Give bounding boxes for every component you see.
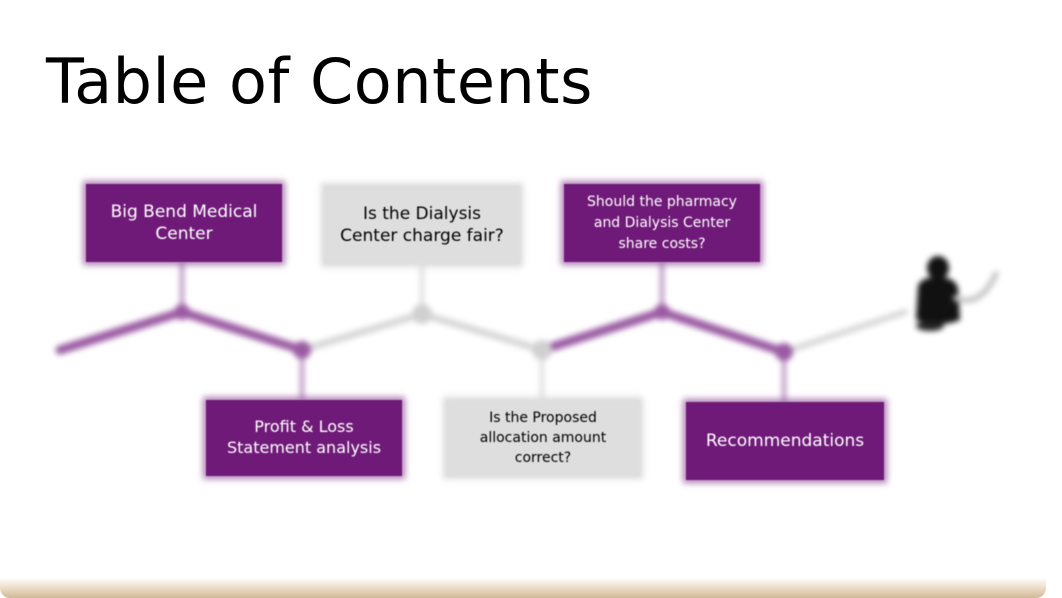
timeline-node-4 [532, 340, 552, 360]
figure-silhouette-icon [916, 256, 999, 331]
timeline-node-5 [654, 304, 670, 320]
toc-item-recommendations[interactable]: Recommendations [686, 402, 884, 480]
toc-item-label: Is the Dialysis Center charge fair? [340, 203, 504, 246]
footer-bar [0, 578, 1046, 598]
slide-title: Table of Contents [46, 45, 593, 118]
toc-item-label: Should the pharmacy and Dialysis Center … [587, 193, 737, 252]
toc-item-proposed-allocation[interactable]: Is the Proposed allocation amount correc… [446, 400, 640, 476]
timeline-node-1 [174, 304, 190, 320]
timeline-node-6 [775, 343, 793, 361]
timeline-node-3 [412, 304, 432, 324]
toc-item-label: Is the Proposed allocation amount correc… [479, 409, 607, 467]
toc-item-profit-loss[interactable]: Profit & Loss Statement analysis [206, 400, 402, 476]
toc-item-share-costs[interactable]: Should the pharmacy and Dialysis Center … [564, 184, 760, 262]
toc-item-label: Big Bend Medical Center [110, 201, 258, 244]
toc-item-dialysis-charge[interactable]: Is the Dialysis Center charge fair? [324, 186, 520, 264]
toc-item-big-bend-medical-center[interactable]: Big Bend Medical Center [86, 184, 282, 262]
timeline-node-2 [293, 341, 311, 359]
timeline-segment-4 [781, 309, 908, 355]
toc-item-label: Profit & Loss Statement analysis [226, 417, 382, 457]
toc-item-label: Recommendations [705, 430, 865, 451]
